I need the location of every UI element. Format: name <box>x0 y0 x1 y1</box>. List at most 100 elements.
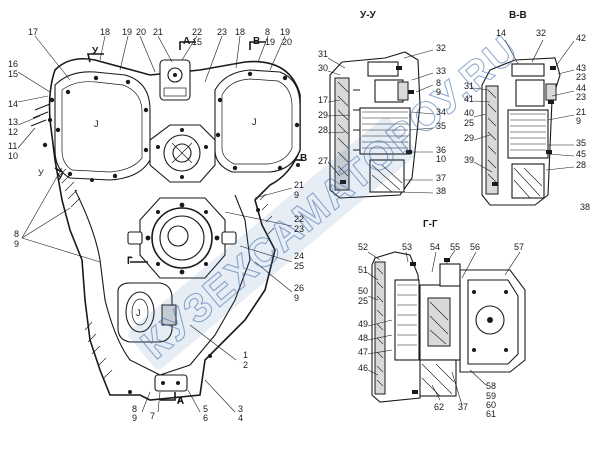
callout-main-20: У <box>38 168 44 178</box>
callout-main-0: 17 <box>28 27 39 37</box>
callout-gg-4: 56 <box>470 242 481 252</box>
callout-gg-3: 55 <box>450 242 461 252</box>
section-vv-leaders <box>473 39 575 173</box>
section-uu-leaders <box>327 49 434 194</box>
callout-vv-1: 32 <box>536 28 547 38</box>
callout-gg-16: 59 <box>486 391 497 401</box>
callout-main-36: 5 <box>203 404 209 414</box>
callout-main-34: 9 <box>132 413 138 423</box>
callout-main-30: 9 <box>294 293 300 303</box>
callout-uu-6: 17 <box>318 95 329 105</box>
callout-main-5: 22 <box>192 27 203 37</box>
callout-vv-15: 45 <box>576 149 587 159</box>
callout-main-17: 12 <box>8 127 19 137</box>
view-title-gg: Г-Г <box>423 219 438 230</box>
callout-main-11: 19 <box>280 27 291 37</box>
callout-main-4: 21 <box>153 27 164 37</box>
callout-gg-14: 37 <box>458 402 469 412</box>
callout-main-16: 13 <box>8 117 19 127</box>
callout-vv-4: 23 <box>576 72 587 82</box>
callout-uu-4: 8 <box>436 78 442 88</box>
callout-uu-5: 9 <box>436 87 442 97</box>
callout-gg-10: 48 <box>358 333 369 343</box>
callout-gg-5: 57 <box>514 242 525 252</box>
callout-vv-7: 44 <box>576 83 587 93</box>
svg-text:J: J <box>252 117 257 127</box>
callout-main-32: 2 <box>243 360 249 370</box>
callout-main-29: 26 <box>294 283 305 293</box>
callout-main-18: 11 <box>8 141 18 151</box>
section-arrow-b-side: В <box>300 153 308 164</box>
section-arrow-a-top: А <box>183 36 191 47</box>
callout-main-33: 8 <box>132 404 138 414</box>
callout-main-19: 10 <box>8 151 19 161</box>
callout-uu-7: 34 <box>436 107 447 117</box>
main-leaders <box>17 35 293 413</box>
svg-text:J: J <box>94 119 99 129</box>
callout-main-1: 18 <box>100 27 111 37</box>
callout-main-10: 19 <box>265 37 276 47</box>
callout-vv-3: 43 <box>576 63 587 73</box>
callout-gg-7: 50 <box>358 286 369 296</box>
callout-gg-18: 61 <box>486 409 497 419</box>
callout-uu-3: 33 <box>436 66 447 76</box>
callout-main-28: 25 <box>294 261 305 271</box>
section-gg-view <box>371 251 526 403</box>
callout-vv-8: 23 <box>576 92 587 102</box>
callout-vv-0: 14 <box>496 28 507 38</box>
section-arrow-u-side: У <box>57 172 64 183</box>
callout-vv-6: 41 <box>464 94 475 104</box>
section-uu-view <box>329 51 421 199</box>
callout-main-27: 24 <box>294 251 305 261</box>
callout-gg-2: 54 <box>430 242 441 252</box>
callout-vv-14: 35 <box>576 138 587 148</box>
callout-main-24: 9 <box>294 190 300 200</box>
callout-gg-13: 62 <box>434 402 445 412</box>
callout-main-38: 3 <box>238 404 244 414</box>
callout-gg-17: 60 <box>486 400 497 410</box>
callout-uu-15: 38 <box>436 186 447 196</box>
view-title-uu: У-У <box>360 10 376 21</box>
callout-gg-6: 51 <box>358 265 369 275</box>
callout-main-39: 4 <box>238 413 244 423</box>
callout-gg-11: 47 <box>358 347 369 357</box>
callout-vv-10: 25 <box>464 118 475 128</box>
callout-gg-8: 25 <box>358 296 369 306</box>
callout-uu-2: 32 <box>436 43 447 53</box>
callout-gg-15: 58 <box>486 381 497 391</box>
callout-vv-17: 39 <box>464 155 475 165</box>
callout-vv-5: 31 <box>464 81 475 91</box>
callout-main-23: 21 <box>294 180 305 190</box>
callout-uu-12: 10 <box>436 154 447 164</box>
callout-main-41: А <box>177 395 184 405</box>
view-title-vv: В-В <box>509 10 527 21</box>
section-arrow-a-bottom: А <box>177 396 185 407</box>
callout-vv-18: 38 <box>580 202 591 212</box>
callout-uu-0: 31 <box>318 49 329 59</box>
callout-gg-1: 53 <box>402 242 413 252</box>
callout-main-25: 22 <box>294 214 305 224</box>
callout-main-6: 15 <box>192 37 203 47</box>
callout-uu-8: 29 <box>318 110 329 120</box>
callout-uu-10: 28 <box>318 125 329 135</box>
section-arrow-g: Г <box>127 256 133 267</box>
callout-uu-11: 36 <box>436 145 447 155</box>
callout-main-31: 1 <box>243 350 249 360</box>
callout-main-35: 7 <box>150 411 156 421</box>
callout-main-12: 20 <box>282 37 293 47</box>
callout-main-37: 6 <box>203 413 209 423</box>
callout-vv-12: 9 <box>576 116 582 126</box>
section-arrow-u-top: У <box>92 46 99 57</box>
callout-main-21: 8 <box>14 229 20 239</box>
callout-vv-11: 21 <box>576 107 587 117</box>
callout-uu-9: 35 <box>436 121 447 131</box>
callout-main-40: Г <box>127 255 132 265</box>
callout-vv-2: 42 <box>576 33 587 43</box>
callout-vv-16: 28 <box>576 160 587 170</box>
callout-main-22: 9 <box>14 239 20 249</box>
callout-main-13: 16 <box>8 59 19 69</box>
callout-main-7: 23 <box>217 27 228 37</box>
callout-main-9: 8 <box>265 27 271 37</box>
